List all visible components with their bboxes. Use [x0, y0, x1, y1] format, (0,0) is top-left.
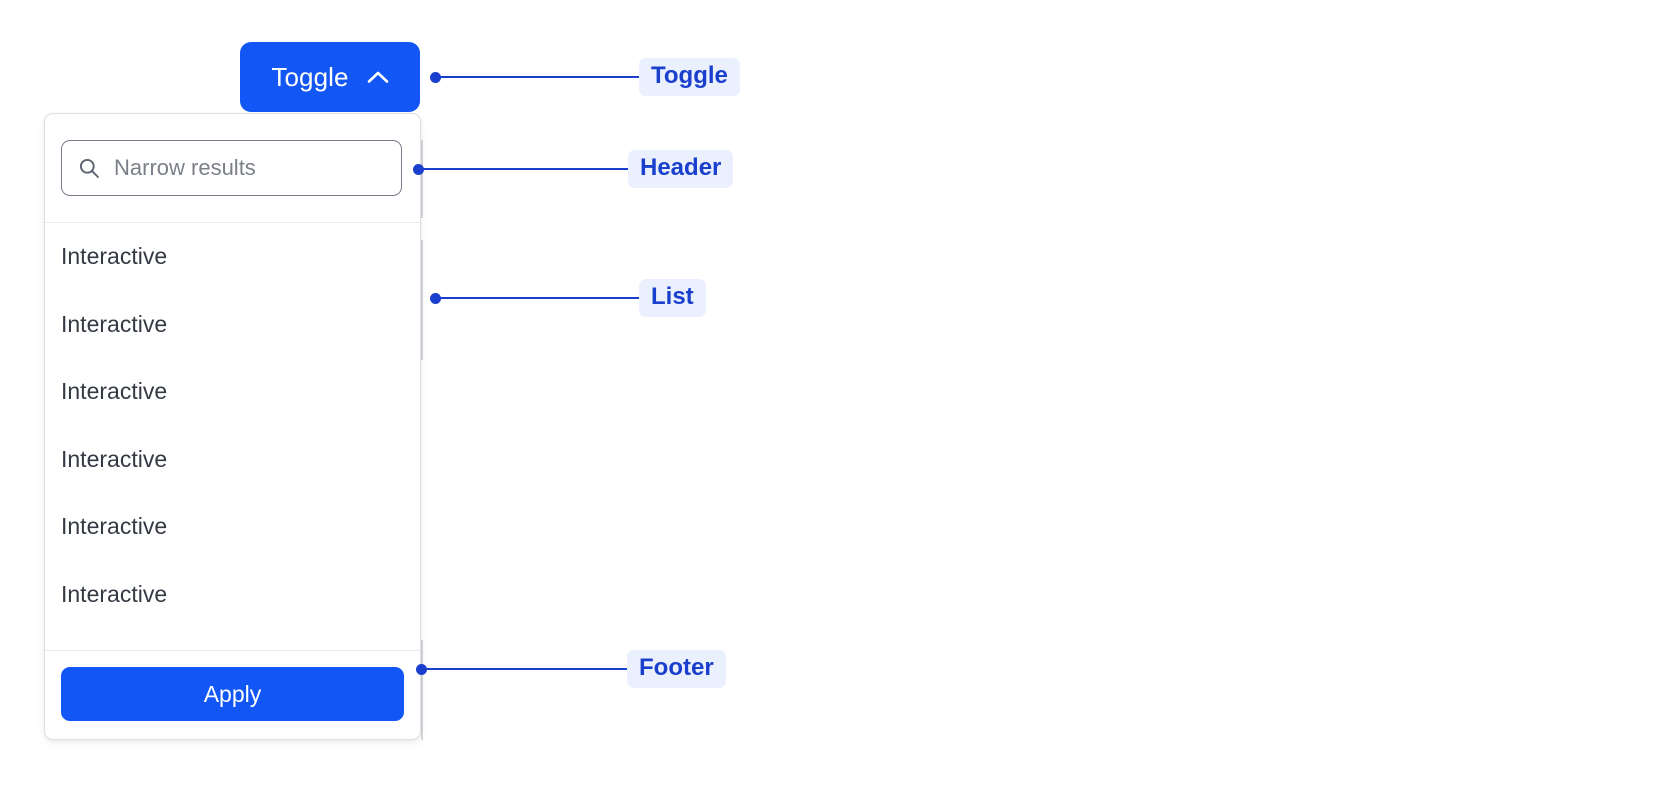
guide-line-header — [421, 140, 423, 218]
search-input[interactable] — [114, 155, 385, 181]
callout-footer: Footer — [416, 650, 726, 688]
list-item[interactable]: Interactive — [45, 561, 420, 629]
apply-button[interactable]: Apply — [61, 667, 404, 721]
list-item-label: Interactive — [61, 580, 168, 607]
callout-line — [423, 167, 628, 171]
list-item-label: Interactive — [61, 513, 168, 540]
callout-dot — [430, 292, 441, 304]
callout-label-toggle: Toggle — [639, 58, 740, 96]
callout-list: List — [430, 279, 706, 317]
chevron-up-icon — [367, 70, 389, 84]
callout-line — [426, 667, 627, 671]
list-item[interactable]: Interactive — [45, 291, 420, 359]
callout-line — [440, 296, 639, 300]
guide-line-list — [421, 240, 423, 360]
list-item-label: Interactive — [61, 310, 168, 337]
callout-line — [440, 75, 639, 79]
callout-header: Header — [413, 150, 734, 188]
panel-header — [45, 114, 420, 223]
list-item-label: Interactive — [61, 243, 168, 270]
list-item[interactable]: Interactive — [45, 426, 420, 494]
list-item-label: Interactive — [61, 445, 168, 472]
list-item[interactable]: Interactive — [45, 358, 420, 426]
toggle-button-label: Toggle — [271, 62, 349, 92]
dropdown-panel: Interactive Interactive Interactive Inte… — [44, 113, 421, 740]
panel-footer: Apply — [45, 650, 420, 739]
list-item-label: Interactive — [61, 378, 168, 405]
callout-label-footer: Footer — [627, 650, 726, 688]
callout-toggle: Toggle — [430, 58, 740, 96]
search-field[interactable] — [61, 140, 402, 196]
callout-dot — [430, 71, 441, 83]
search-icon — [78, 157, 100, 179]
list-item[interactable]: Interactive — [45, 223, 420, 291]
callout-label-list: List — [639, 279, 706, 317]
toggle-button[interactable]: Toggle — [240, 42, 420, 112]
callout-label-header: Header — [628, 150, 734, 188]
guide-line-footer — [421, 640, 423, 740]
panel-list: Interactive Interactive Interactive Inte… — [45, 223, 420, 650]
list-item[interactable]: Interactive — [45, 493, 420, 561]
